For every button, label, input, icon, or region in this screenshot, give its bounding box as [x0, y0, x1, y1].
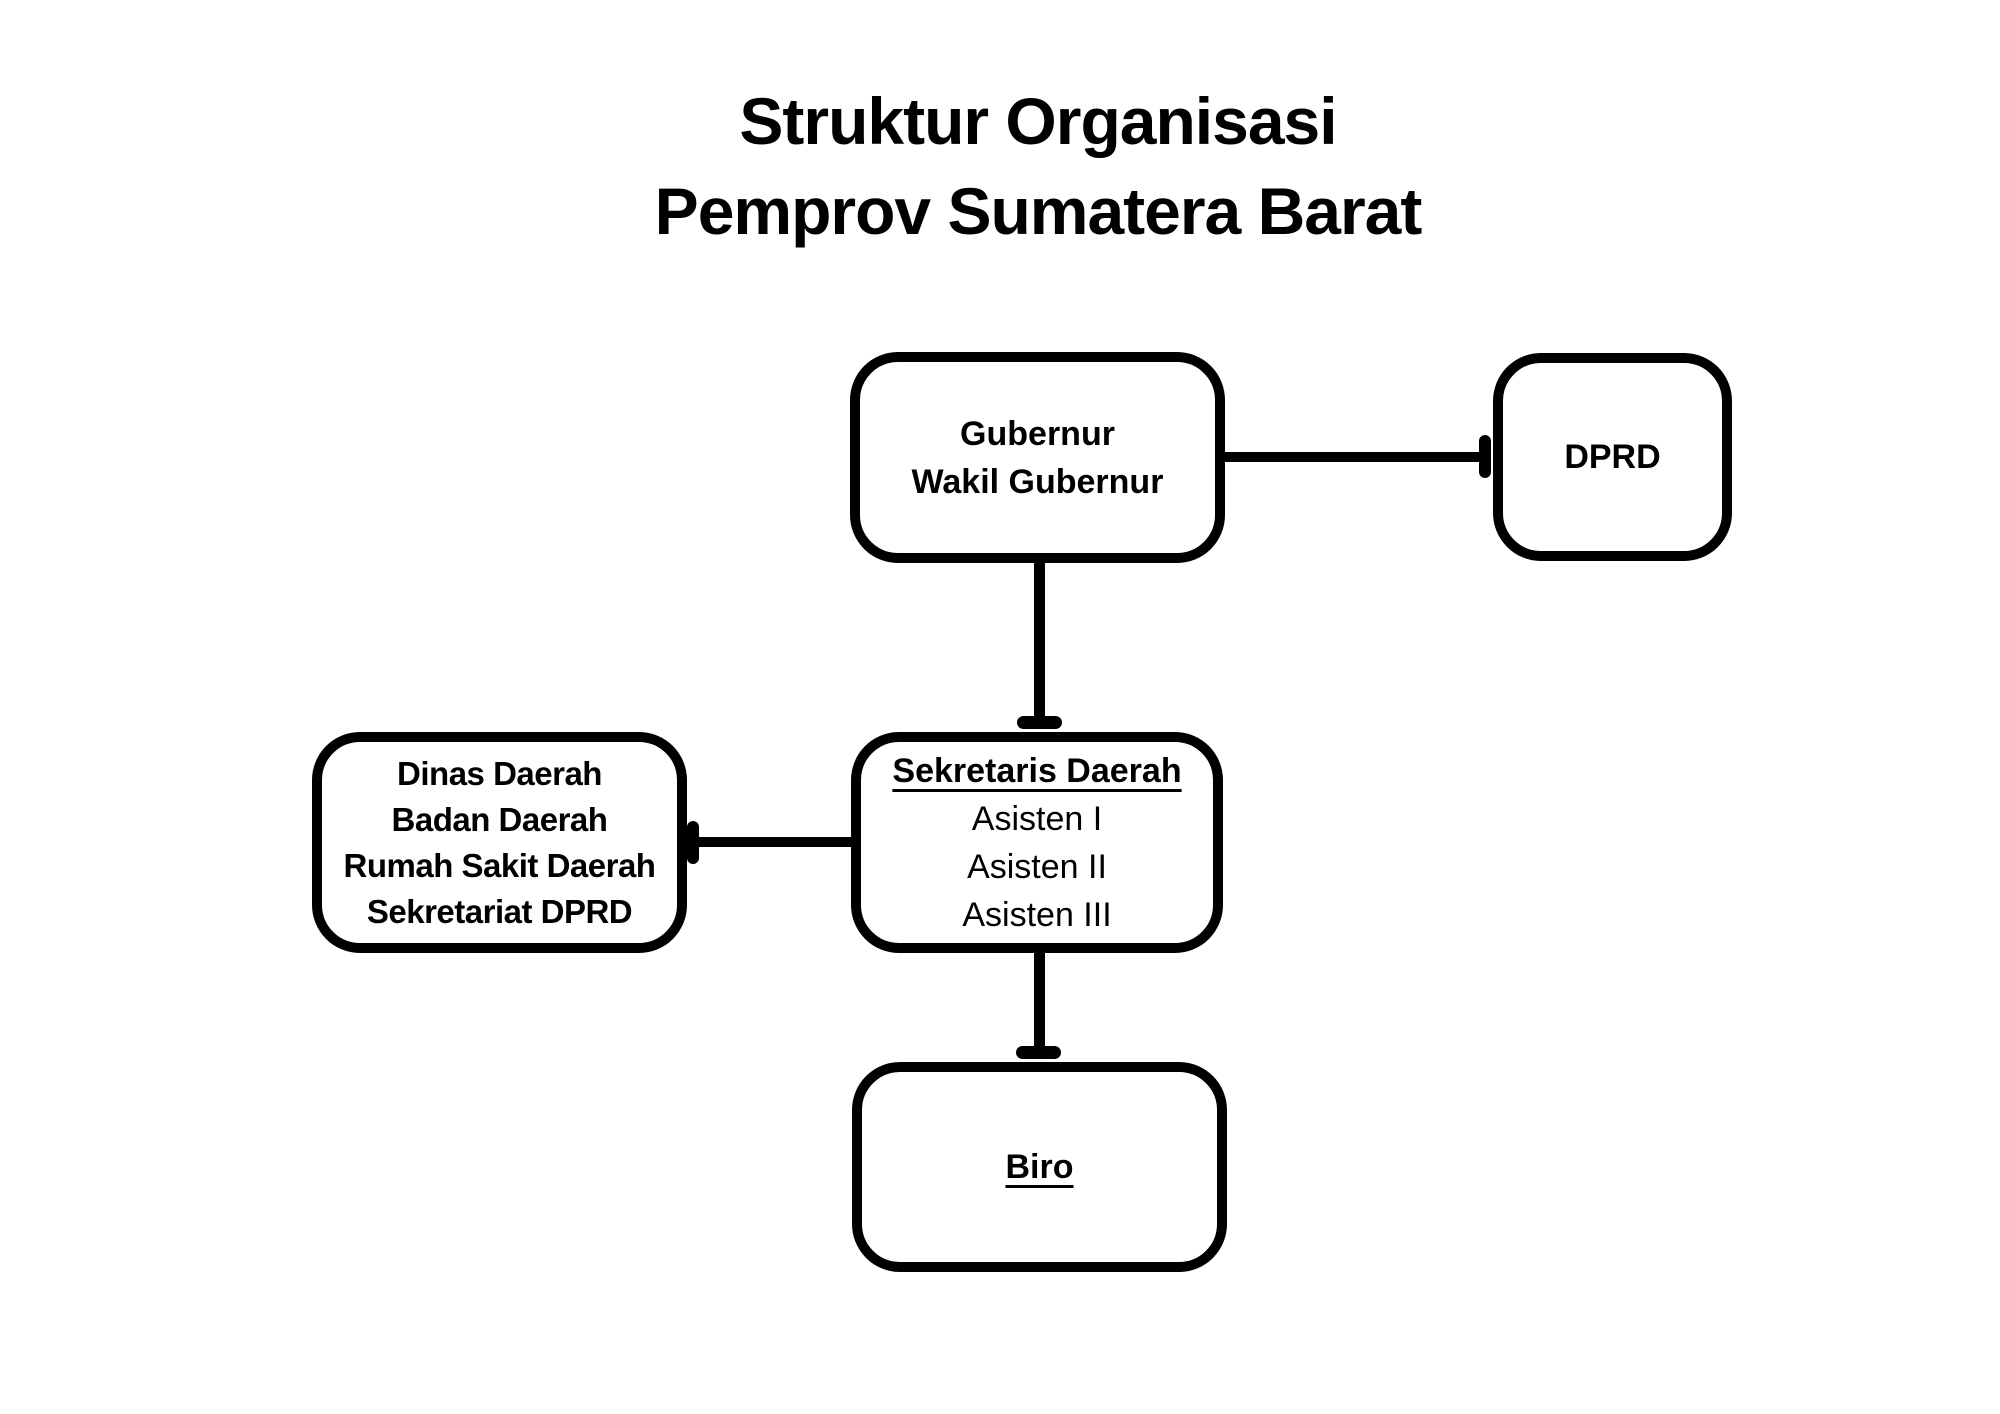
node-dinas-line-2: Badan Daerah: [391, 800, 608, 838]
node-dinas-line-1: Dinas Daerah: [397, 754, 602, 792]
title-line-2: Pemprov Sumatera Barat: [654, 174, 1423, 248]
node-biro: Biro: [852, 1062, 1227, 1272]
node-dinas-line-3: Rumah Sakit Daerah: [343, 846, 656, 884]
node-sekretaris-daerah: Sekretaris Daerah Asisten I Asisten II A…: [851, 732, 1223, 953]
node-dinas-line-4: Sekretariat DPRD: [366, 892, 633, 930]
node-gubernur: Gubernur Wakil Gubernur: [850, 352, 1225, 563]
edge-gubernur-sekretaris-line: [1034, 558, 1045, 720]
edge-sekretaris-dinas-terminator: [687, 821, 699, 864]
node-sekretaris-line-asisten-2: Asisten II: [967, 847, 1107, 886]
node-dprd-label: DPRD: [1564, 438, 1661, 476]
node-sekretaris-heading: Sekretaris Daerah: [892, 751, 1182, 790]
node-gubernur-line-1: Gubernur: [960, 414, 1115, 453]
edge-sekretaris-biro-line: [1034, 950, 1045, 1050]
node-gubernur-line-2: Wakil Gubernur: [911, 462, 1164, 501]
edge-gubernur-dprd-line: [1222, 452, 1482, 462]
node-sekretaris-line-asisten-3: Asisten III: [962, 895, 1112, 934]
node-biro-label: Biro: [1005, 1148, 1074, 1186]
edge-gubernur-dprd-terminator: [1479, 435, 1491, 478]
edge-gubernur-sekretaris-terminator: [1017, 716, 1062, 729]
edge-sekretaris-dinas-line: [697, 837, 854, 847]
node-dinas-daerah: Dinas Daerah Badan Daerah Rumah Sakit Da…: [312, 732, 687, 953]
node-sekretaris-line-asisten-1: Asisten I: [971, 799, 1103, 838]
node-dprd: DPRD: [1493, 353, 1732, 561]
diagram-title: Struktur Organisasi Pemprov Sumatera Bar…: [538, 76, 1538, 256]
edge-sekretaris-biro-terminator: [1016, 1046, 1061, 1059]
title-line-1: Struktur Organisasi: [739, 84, 1337, 158]
